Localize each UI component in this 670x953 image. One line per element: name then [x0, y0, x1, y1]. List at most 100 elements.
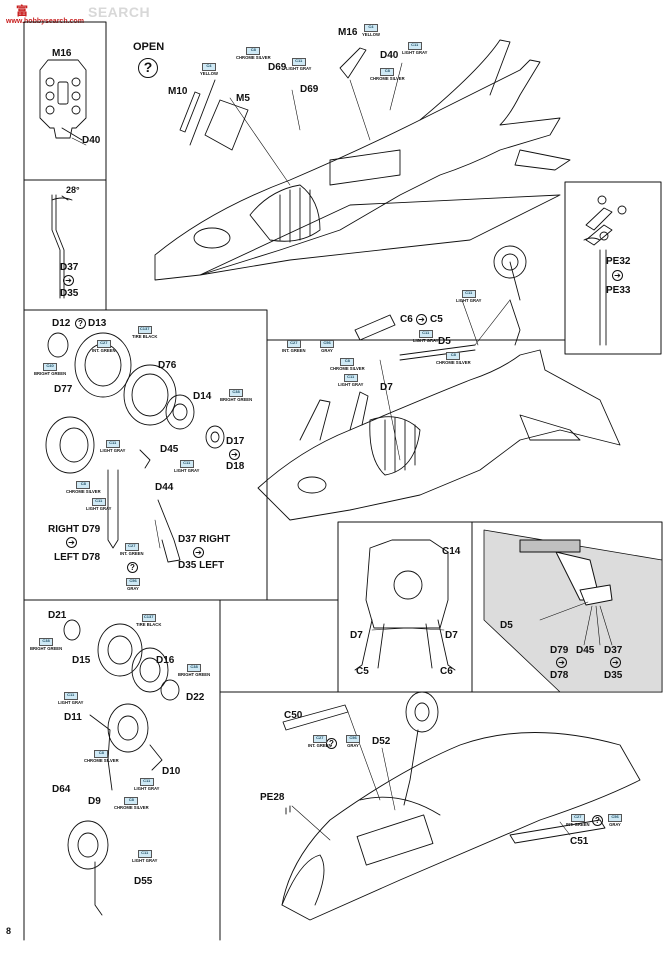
part-label-d52: D52 — [372, 736, 391, 747]
part-label-d17: D17 — [226, 436, 245, 447]
nose-wheel-parts-drawing — [63, 619, 180, 916]
part-label-d18: D18 — [226, 461, 245, 472]
part-label-d69-b: D69 — [300, 84, 319, 95]
part-label-d16: D16 — [156, 655, 175, 666]
pe-box-frame — [564, 181, 662, 355]
part-label-d35-angle: D35 — [60, 288, 79, 299]
part-label-d76: D76 — [158, 360, 177, 371]
part-label-m10: M10 — [168, 86, 188, 97]
part-label-c50: C50 — [284, 710, 303, 721]
arrow-down-icon: ➔ — [556, 657, 567, 668]
part-label-d37-angle: D37 — [60, 262, 79, 273]
part-label-c5-bay: C5 — [356, 666, 369, 677]
part-label-d11: D11 — [64, 712, 82, 723]
part-label-pe32: PE32 — [606, 256, 631, 267]
watermark-logo: 富 — [16, 4, 29, 18]
arrow-down-icon: ➔ — [66, 537, 77, 548]
arrow-down-icon: ➔ — [610, 657, 621, 668]
part-label-c6-bay: C6 — [440, 666, 453, 677]
question-mark-icon: ? — [75, 318, 86, 329]
part-label-d37-inset: D37 — [604, 645, 623, 656]
part-label-c6: C6 — [400, 314, 413, 325]
m16-part-drawing — [39, 59, 87, 141]
angle-strut-drawing — [51, 194, 73, 299]
part-label-d9: D9 — [88, 796, 101, 807]
middle-aircraft-drawing — [257, 299, 621, 521]
open-label: OPEN — [133, 41, 165, 53]
part-label-c14: C14 — [442, 546, 461, 557]
part-label-d55: D55 — [134, 876, 153, 887]
part-label-d21: D21 — [48, 610, 67, 621]
part-label-d64: D64 — [52, 784, 71, 795]
leader-lines — [71, 62, 613, 841]
pe-parts-drawing — [583, 195, 627, 346]
part-label-d69-a: D69 — [268, 62, 287, 73]
question-mark-icon: ? — [138, 58, 158, 78]
part-label-d79-inset: D79 — [550, 645, 569, 656]
part-label-d12: D12 — [52, 318, 71, 329]
upper-aircraft-drawing — [154, 39, 571, 301]
question-mark-icon: ? — [127, 562, 138, 573]
watermark-text: SEARCH — [88, 4, 151, 20]
part-label-d5: D5 — [438, 336, 451, 347]
part-label-d37-right: D37 RIGHT — [178, 534, 231, 545]
part-label-d7-right: D7 — [445, 630, 458, 641]
part-label-d15: D15 — [72, 655, 91, 666]
middle-leader-frame — [266, 339, 566, 601]
arrow-down-icon: ➔ — [63, 275, 74, 286]
part-label-pe28: PE28 — [260, 792, 285, 803]
part-label-m16-topleft: M16 — [52, 48, 72, 59]
part-label-d78-inset: D78 — [550, 670, 569, 681]
part-label-d35-left: D35 LEFT — [178, 560, 225, 571]
part-label-left-d78: LEFT D78 — [54, 552, 101, 563]
part-label-d40-top: D40 — [380, 50, 399, 61]
question-mark-icon: ? — [592, 815, 603, 826]
part-label-c51: C51 — [570, 836, 589, 847]
part-label-d13: D13 — [88, 318, 107, 329]
nose-aircraft-drawing — [281, 691, 641, 921]
arrow-down-icon: ➔ — [229, 449, 240, 460]
angle-label: 28° — [66, 185, 80, 195]
part-label-d77: D77 — [54, 384, 73, 395]
wheel-parts-drawing — [45, 332, 225, 563]
arrow-down-icon: ➔ — [612, 270, 623, 281]
part-label-d40-topleft: D40 — [82, 135, 101, 146]
page-number: 8 — [6, 926, 12, 936]
part-label-d35-inset: D35 — [604, 670, 623, 681]
part-label-d45: D45 — [160, 444, 179, 455]
arrow-down-icon: ➔ — [193, 547, 204, 558]
part-label-c5: C5 — [430, 314, 443, 325]
part-label-d22: D22 — [186, 692, 205, 703]
part-label-d7: D7 — [380, 382, 393, 393]
part-label-pe33: PE33 — [606, 285, 631, 296]
